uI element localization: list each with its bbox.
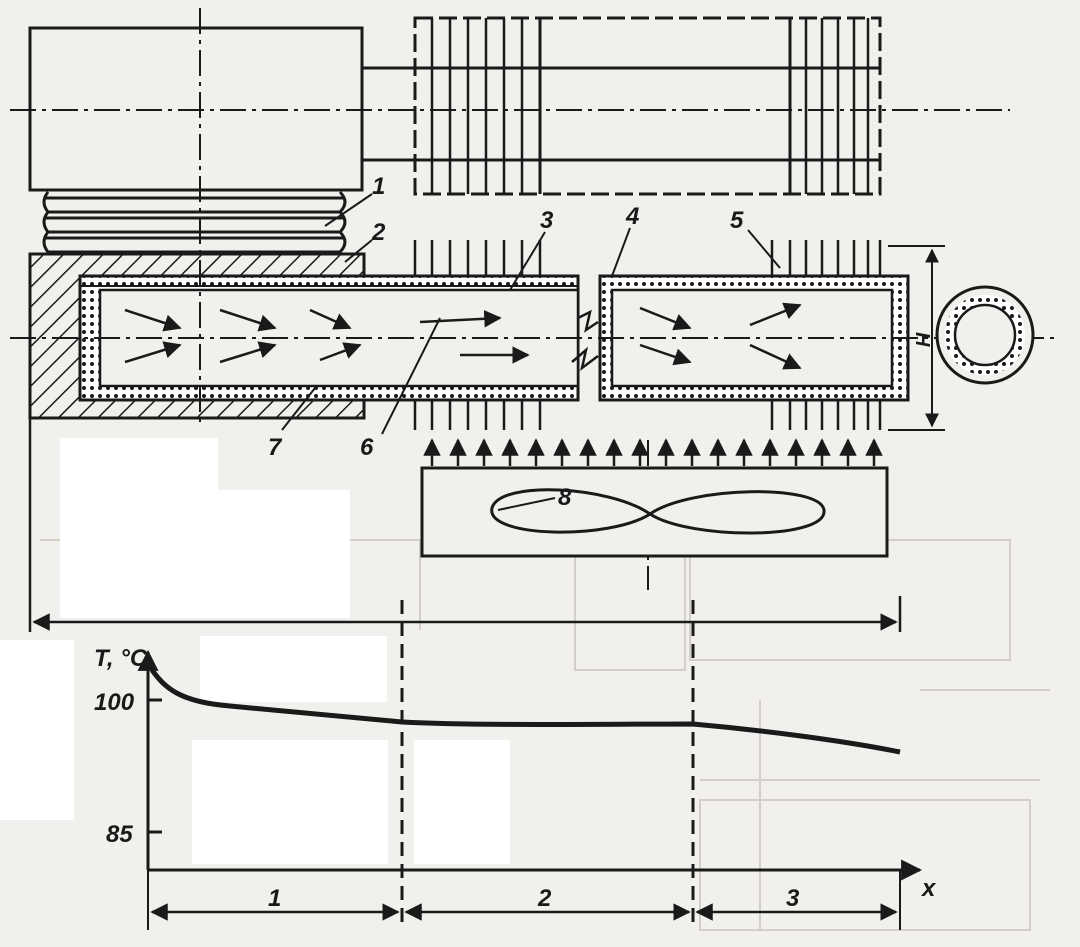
graph-x-axis-label: x xyxy=(920,875,937,902)
label-part-6: 6 xyxy=(360,434,374,461)
temperature-graph xyxy=(137,600,923,930)
graph-tick-100: 100 xyxy=(94,689,135,716)
label-h: H xyxy=(911,332,933,347)
temperature-curve xyxy=(149,668,901,755)
heat-pipe xyxy=(78,274,910,402)
graph-zone-1: 1 xyxy=(268,885,281,912)
pipe-cross-section xyxy=(935,285,1035,385)
fan-unit xyxy=(420,466,889,558)
dimension-h xyxy=(888,245,945,431)
label-part-1: 1 xyxy=(372,173,385,200)
upper-radiator xyxy=(362,16,882,196)
label-part-8: 8 xyxy=(558,484,572,511)
threaded-fitting xyxy=(42,190,347,254)
label-part-2: 2 xyxy=(371,219,386,246)
label-part-7: 7 xyxy=(268,434,283,461)
airflow-arrows xyxy=(423,438,883,466)
graph-y-axis-label: T, °C xyxy=(94,645,148,672)
label-part-3: 3 xyxy=(540,207,554,234)
vapour-flow-arrows xyxy=(124,302,802,370)
graph-zone-3: 3 xyxy=(786,885,800,912)
graph-tick-85: 85 xyxy=(106,821,133,848)
leader-lines xyxy=(281,193,781,511)
graph-zone-2: 2 xyxy=(537,885,552,912)
label-part-5: 5 xyxy=(730,207,744,234)
overall-length-dimension xyxy=(28,418,902,632)
mask-patches xyxy=(0,438,510,864)
label-part-4: 4 xyxy=(625,203,639,230)
